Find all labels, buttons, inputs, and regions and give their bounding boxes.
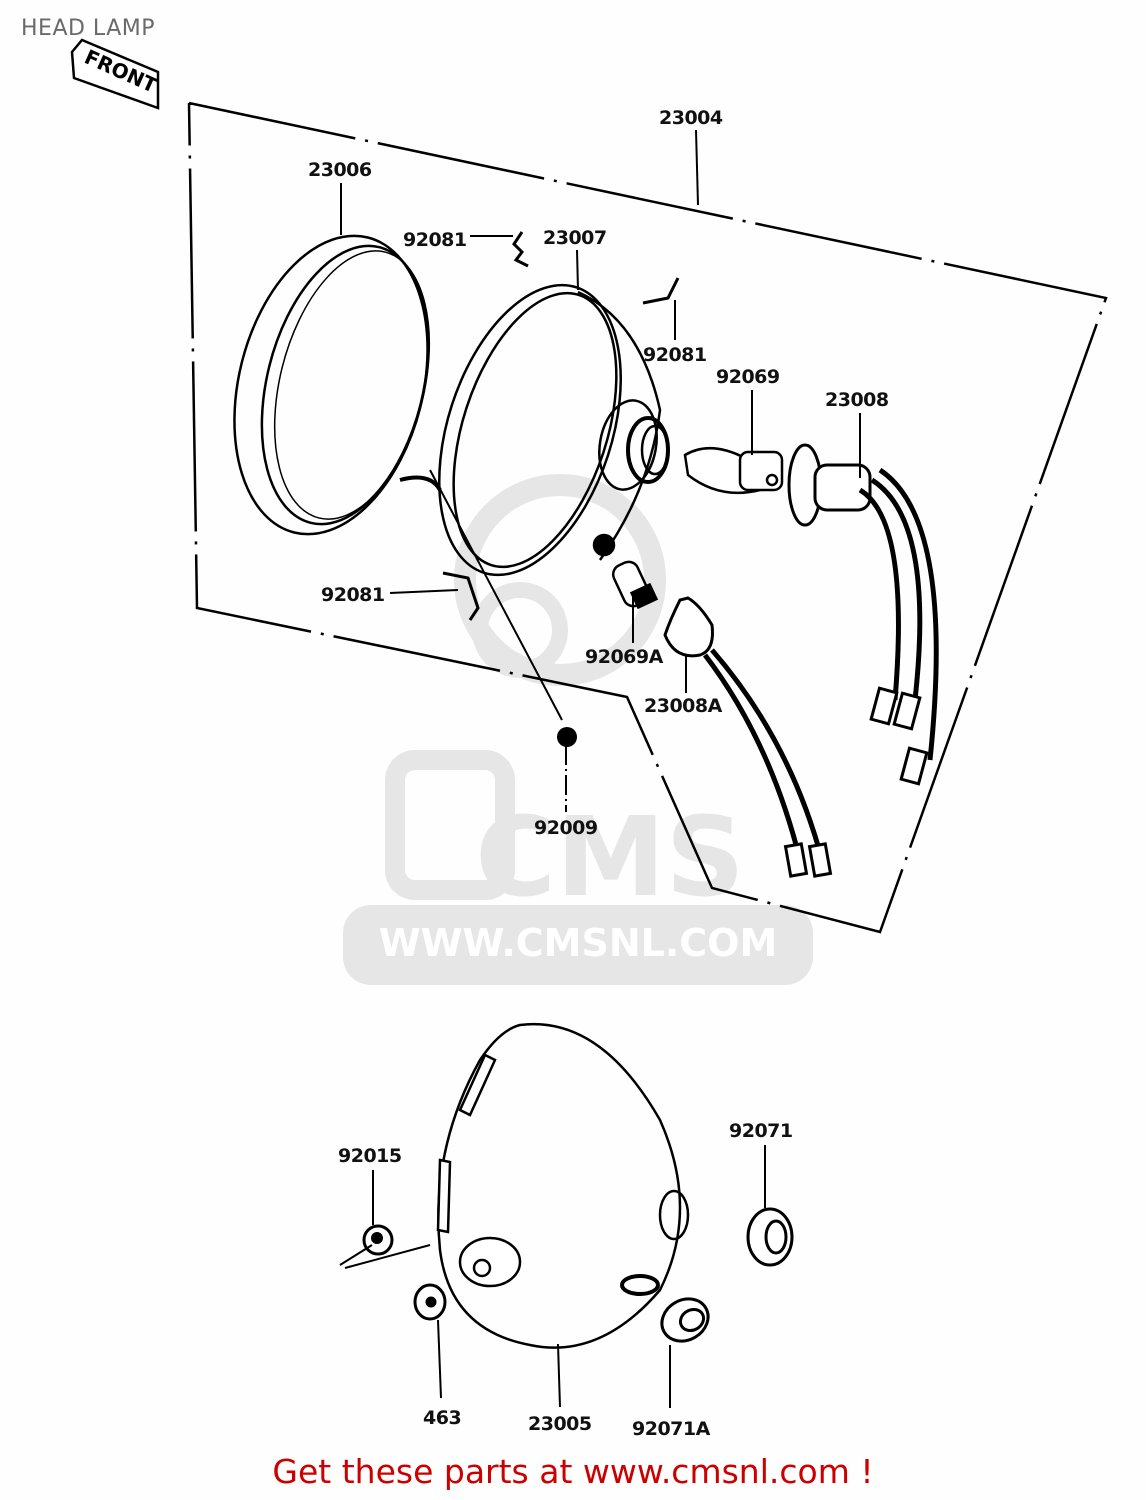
- leader-lines: [340, 129, 861, 1408]
- spring-92081-top-icon: [512, 231, 529, 268]
- socket-23008: [787, 443, 939, 786]
- nut-92015: [339, 1224, 431, 1269]
- part-label-23006: 23006: [308, 159, 372, 181]
- watermark-logo: CMS: [475, 793, 744, 921]
- part-label-92081-right: 92081: [643, 344, 707, 366]
- part-label-92069A: 92069A: [585, 646, 664, 668]
- spring-92081-right-icon: [642, 277, 680, 305]
- watermark-url: WWW.CMSNL.COM: [379, 921, 778, 965]
- part-label-463: 463: [423, 1407, 461, 1429]
- rim-ring-23006: [233, 234, 442, 536]
- part-label-23004: 23004: [659, 107, 723, 129]
- part-label-92071: 92071: [729, 1120, 793, 1142]
- part-label-92071A: 92071A: [632, 1418, 711, 1440]
- washer-463: [413, 1283, 447, 1321]
- cms-watermark: WWW.CMSNL.COM CMS: [343, 474, 813, 985]
- screw-92009: [429, 469, 577, 747]
- part-label-23007: 23007: [543, 227, 607, 249]
- bulb-92069: [683, 446, 784, 495]
- front-direction-tag: FRONT: [70, 38, 161, 110]
- socket-23008A: [663, 596, 833, 878]
- part-label-23008: 23008: [825, 389, 889, 411]
- part-label-92009: 92009: [534, 817, 598, 839]
- assembly-boundary: [187, 101, 1108, 934]
- housing-23005: [436, 1022, 690, 1349]
- part-label-92081-top: 92081: [403, 229, 467, 251]
- lens-reflector-23007: [438, 283, 670, 577]
- spring-92081-left-icon: [442, 571, 480, 621]
- footer-promo-link[interactable]: Get these parts at www.cmsnl.com !: [272, 1452, 874, 1491]
- part-label-92069: 92069: [716, 366, 780, 388]
- part-label-92015: 92015: [338, 1145, 402, 1167]
- grommet-92071A: [660, 1297, 710, 1343]
- grommet-92071: [746, 1207, 794, 1267]
- bulb-92069A: [611, 560, 659, 610]
- part-label-23005: 23005: [528, 1413, 592, 1435]
- part-label-92081-left: 92081: [321, 584, 385, 606]
- part-label-23008A: 23008A: [644, 695, 723, 717]
- page-title: HEAD LAMP: [21, 16, 155, 41]
